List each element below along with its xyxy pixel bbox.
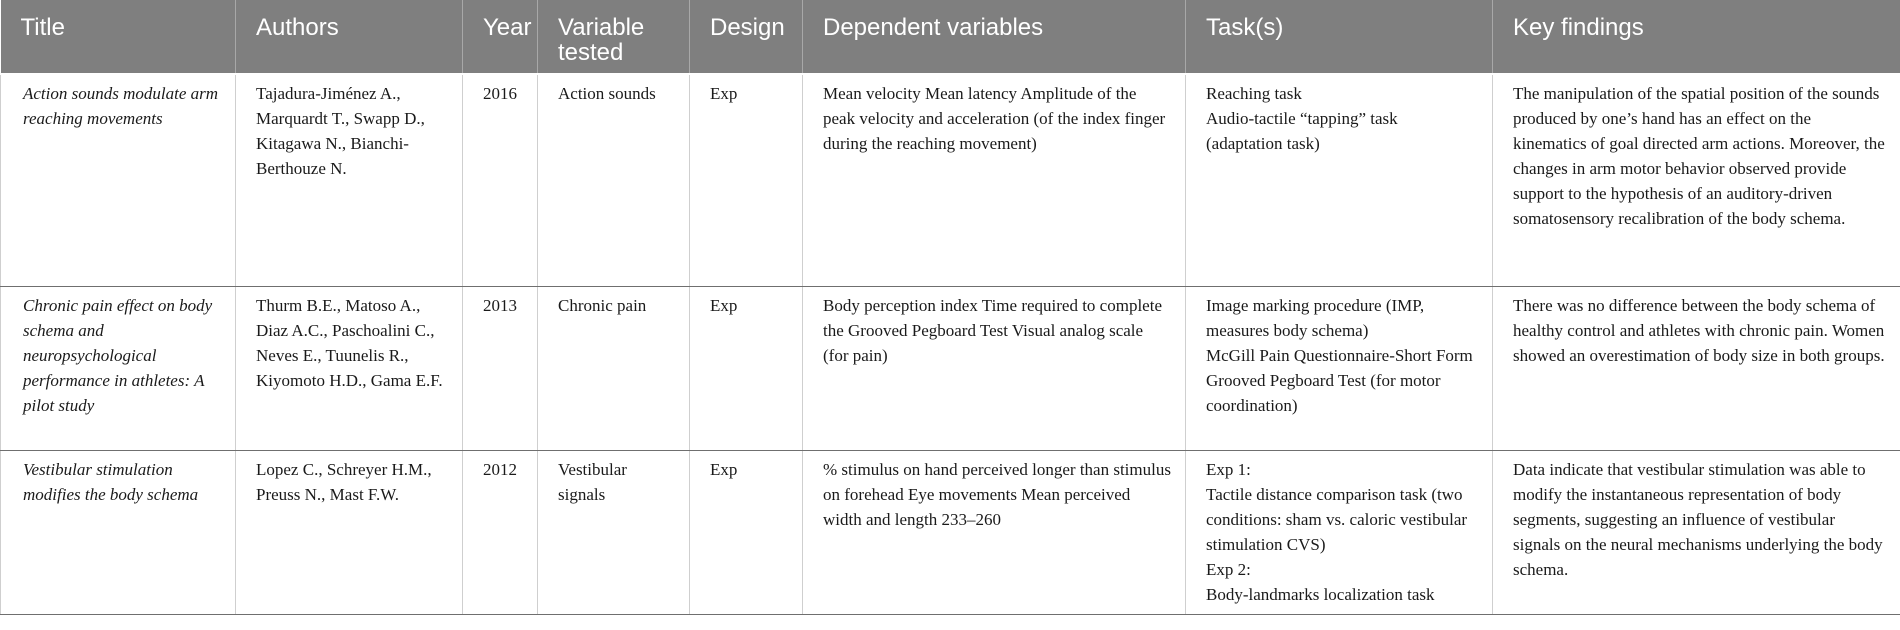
cell-variable: Action sounds	[537, 74, 690, 287]
cell-year: 2013	[462, 286, 538, 451]
header-year: Year	[462, 0, 538, 74]
table-row: Chronic pain effect on body schema and n…	[0, 286, 1900, 451]
cell-variable: Vestibular signals	[537, 450, 690, 615]
cell-variable: Chronic pain	[537, 286, 690, 451]
cell-authors: Lopez C., Schreyer H.M., Preuss N., Mast…	[235, 450, 463, 615]
cell-design: Exp	[689, 74, 803, 287]
header-row: Title Authors Year Variable tested Desig…	[0, 0, 1900, 74]
cell-authors: Tajadura-Jiménez A., Marquardt T., Swapp…	[235, 74, 463, 287]
cell-dependent-variables: % stimulus on hand perceived longer than…	[802, 450, 1186, 615]
cell-tasks: Exp 1: Tactile distance comparison task …	[1185, 450, 1493, 615]
task-line: Body-landmarks localization task	[1206, 584, 1435, 604]
task-line: McGill Pain Questionnaire-Short Form	[1206, 345, 1473, 365]
cell-title: Vestibular stimulation modifies the body…	[0, 450, 236, 615]
task-line: Reaching task	[1206, 84, 1302, 103]
cell-dependent-variables: Mean velocity Mean latency Amplitude of …	[802, 74, 1186, 287]
header-design: Design	[689, 0, 803, 74]
header-tasks: Task(s)	[1185, 0, 1493, 74]
table-row: Vestibular stimulation modifies the body…	[0, 450, 1900, 615]
task-line: Tactile distance comparison task (two co…	[1206, 484, 1468, 554]
header-dependent-variables: Dependent variables	[802, 0, 1186, 74]
cell-title: Action sounds modulate arm reaching move…	[0, 74, 236, 287]
cell-authors: Thurm B.E., Matoso A., Diaz A.C., Pascho…	[235, 286, 463, 451]
header-variable-tested: Variable tested	[537, 0, 690, 74]
cell-key-findings: Data indicate that vestibular stimulatio…	[1492, 450, 1900, 615]
header-authors: Authors	[235, 0, 463, 74]
task-line: Audio-tactile “tapping” task (adaptation…	[1206, 109, 1398, 153]
task-line: Image marking procedure (IMP, measures b…	[1206, 295, 1425, 340]
literature-table: Title Authors Year Variable tested Desig…	[0, 0, 1900, 615]
cell-year: 2016	[462, 74, 538, 287]
cell-design: Exp	[689, 286, 803, 451]
table-row: Action sounds modulate arm reaching move…	[0, 74, 1900, 287]
task-line: Exp 2:	[1206, 559, 1251, 579]
cell-key-findings: There was no difference between the body…	[1492, 286, 1900, 451]
cell-key-findings: The manipulation of the spatial position…	[1492, 74, 1900, 287]
task-line: Exp 1:	[1206, 459, 1251, 479]
cell-tasks: Reaching task Audio-tactile “tapping” ta…	[1185, 74, 1493, 287]
cell-title: Chronic pain effect on body schema and n…	[0, 286, 236, 451]
cell-design: Exp	[689, 450, 803, 615]
header-title: Title	[0, 0, 236, 74]
cell-dependent-variables: Body perception index Time required to c…	[802, 286, 1186, 451]
cell-year: 2012	[462, 450, 538, 615]
task-line: Grooved Pegboard Test (for motor coordin…	[1206, 370, 1441, 415]
header-key-findings: Key findings	[1492, 0, 1900, 74]
cell-tasks: Image marking procedure (IMP, measures b…	[1185, 286, 1493, 451]
